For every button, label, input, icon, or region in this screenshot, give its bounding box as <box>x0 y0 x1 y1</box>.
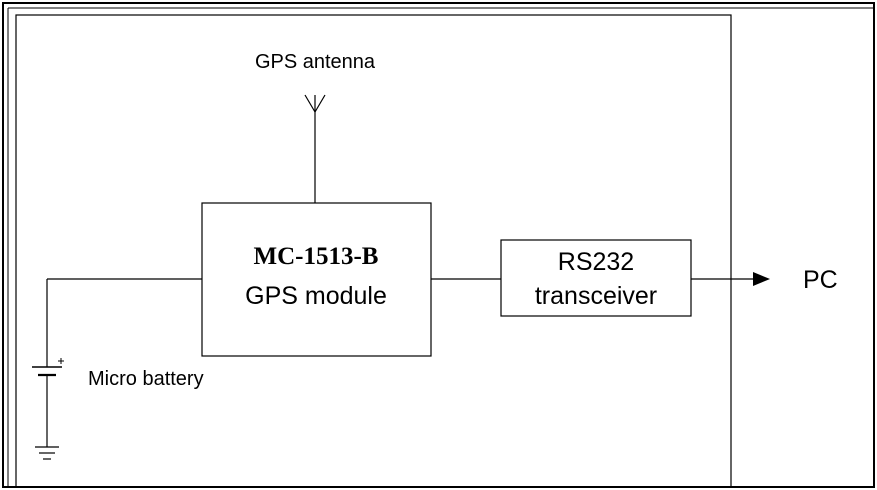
pc-label: PC <box>803 266 838 294</box>
battery-icon <box>32 358 64 377</box>
gps-module-title: MC-1513-B <box>254 243 379 270</box>
transceiver-label-line1: RS232 <box>558 248 634 276</box>
enclosure-box <box>15 14 732 488</box>
battery-label: Micro battery <box>88 368 204 390</box>
gps-module-subtitle: GPS module <box>245 282 387 310</box>
arrow-right-icon <box>753 272 770 286</box>
antenna-label: GPS antenna <box>255 51 376 73</box>
gps-module-box <box>201 202 432 357</box>
transceiver-box <box>500 239 692 317</box>
antenna-icon <box>304 94 326 203</box>
transceiver-label-line2: transceiver <box>535 282 657 310</box>
ground-icon <box>35 446 59 460</box>
